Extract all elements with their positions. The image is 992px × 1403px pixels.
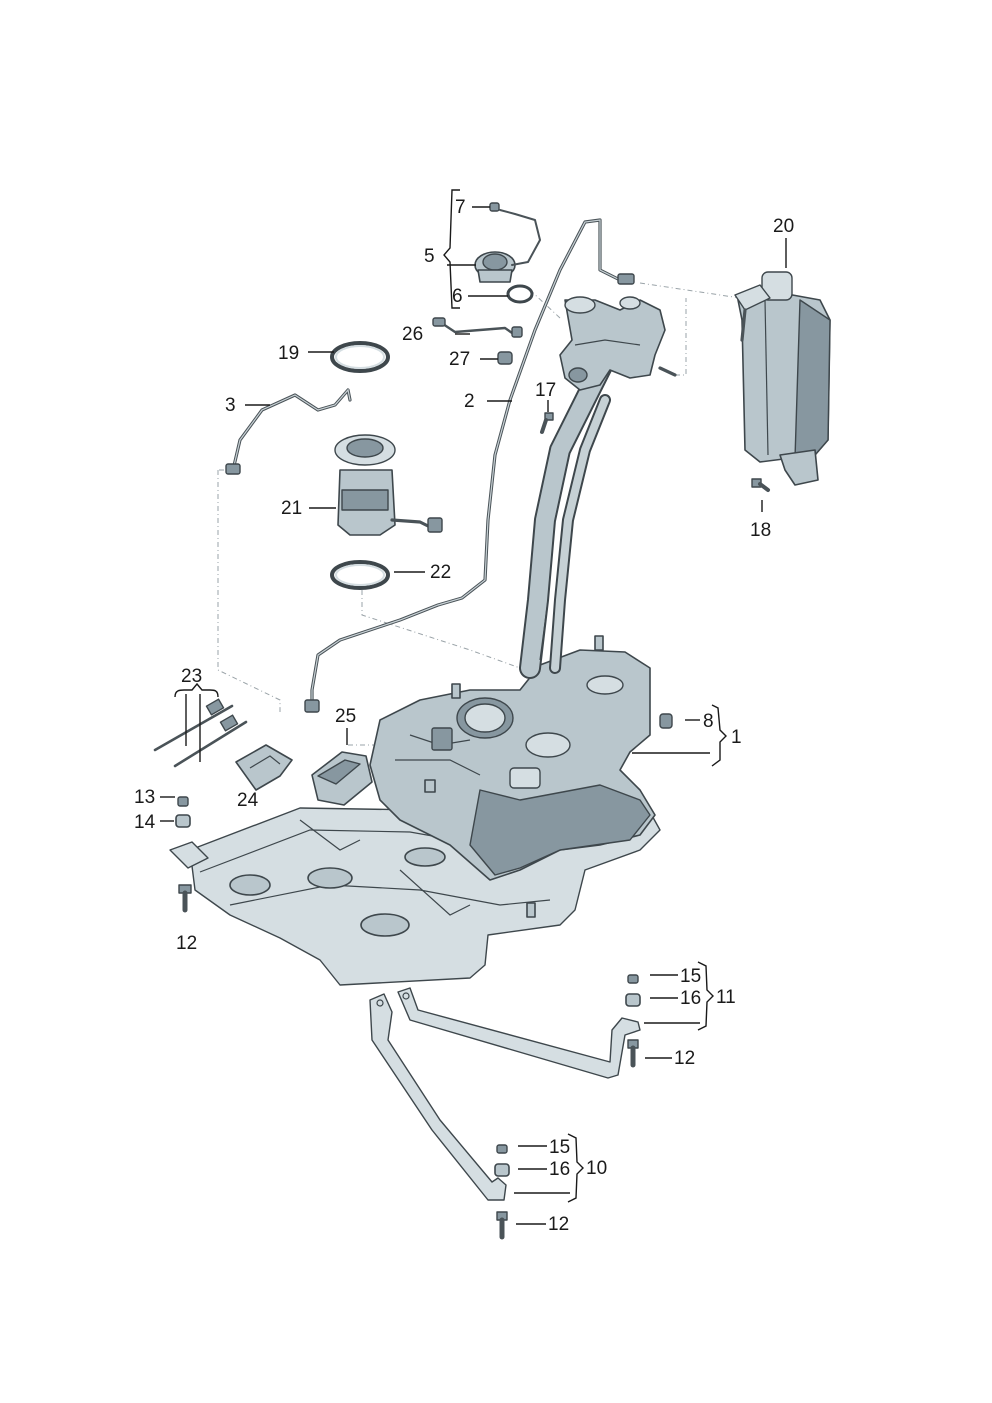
plug-cap — [659, 713, 673, 729]
callout-15-upper: 15 — [680, 966, 701, 987]
callout-12-right: 12 — [674, 1048, 695, 1069]
callout-26: 26 — [402, 324, 423, 345]
fuel-delivery-unit — [334, 434, 443, 536]
tensioning-strap-left — [369, 993, 507, 1201]
bolt-15-lower — [496, 1144, 508, 1154]
vent-line-hose — [304, 218, 635, 713]
callout-18: 18 — [750, 520, 771, 541]
callout-24: 24 — [237, 790, 259, 811]
callout-16-lower: 16 — [549, 1159, 570, 1180]
callout-23: 23 — [181, 666, 202, 687]
callout-2: 2 — [464, 391, 475, 412]
fuel-supply-hose — [225, 388, 352, 475]
callout-25: 25 — [335, 706, 356, 727]
filler-neck-pipe — [519, 339, 621, 679]
callout-11: 11 — [716, 987, 736, 1008]
connector-housing — [235, 744, 293, 791]
bolt-13 — [177, 796, 189, 807]
callout-8: 8 — [703, 711, 714, 732]
locking-ring — [330, 341, 390, 373]
leader-lines — [160, 206, 787, 1225]
bolt-12-bottom — [496, 1211, 508, 1240]
wiring-harness — [432, 317, 523, 338]
screw-18 — [751, 478, 770, 492]
control-unit-bracket — [311, 751, 373, 806]
bushing-16-upper — [625, 993, 641, 1007]
callout-labels: 1 2 3 5 6 7 8 10 11 12 12 12 13 14 15 15… — [134, 197, 794, 1235]
callout-21: 21 — [281, 498, 302, 519]
bolt-15-upper — [627, 974, 639, 984]
callout-1: 1 — [731, 727, 742, 748]
callout-13: 13 — [134, 787, 155, 808]
hex-nut — [497, 351, 513, 365]
callout-5: 5 — [424, 246, 435, 267]
callout-19: 19 — [278, 343, 299, 364]
bolt-12-left — [178, 884, 192, 913]
cap-seal-ring — [506, 284, 534, 304]
callout-3: 3 — [225, 395, 236, 416]
callout-14: 14 — [134, 812, 156, 833]
callout-20: 20 — [773, 216, 794, 237]
grommet-14 — [175, 814, 191, 828]
callout-12-left: 12 — [176, 933, 197, 954]
callout-12-bottom: 12 — [548, 1214, 569, 1235]
callout-6: 6 — [452, 286, 463, 307]
bolt-12-right — [627, 1039, 639, 1068]
callout-16-upper: 16 — [680, 988, 701, 1009]
bushing-16-lower — [494, 1163, 510, 1177]
callout-15-lower: 15 — [549, 1137, 570, 1158]
callout-27: 27 — [449, 349, 470, 370]
screw-17 — [540, 412, 554, 434]
callout-7: 7 — [455, 197, 466, 218]
fuel-tank — [369, 635, 656, 918]
charcoal-canister — [734, 271, 831, 486]
tensioning-strap-right — [397, 987, 641, 1079]
callout-17: 17 — [535, 380, 556, 401]
tie-rods — [153, 698, 248, 768]
grouping-braces — [174, 189, 727, 1203]
breather-valve-housing — [559, 296, 677, 391]
callout-10: 10 — [586, 1158, 607, 1179]
tank-cap-assembly — [474, 202, 541, 304]
callout-22: 22 — [430, 562, 451, 583]
tank-flange-seal — [330, 560, 390, 590]
